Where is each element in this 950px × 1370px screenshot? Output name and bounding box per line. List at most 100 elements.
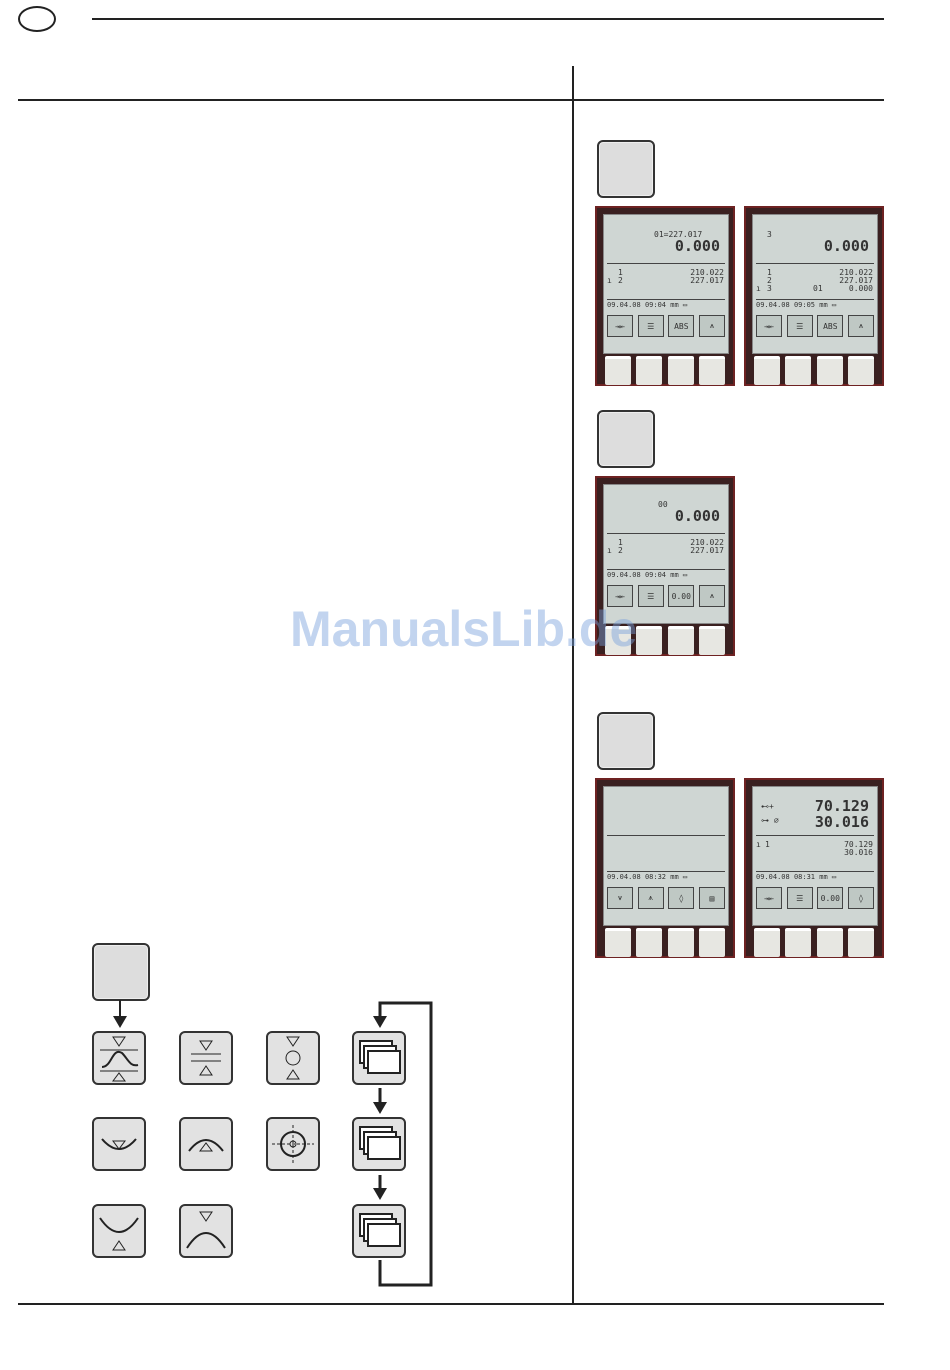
fk-delta-icon[interactable]: ⇥⇤: [607, 585, 633, 607]
device-display-3: 00 0.000 1 2 ı 210.022 227.017 09.04.08 …: [595, 476, 735, 656]
device-display-2: 3 0.000 1 2 3 ı 01 210.022 227.017 0.000…: [744, 206, 884, 386]
memory-header: 01=227.017: [654, 230, 703, 239]
hw-button[interactable]: [605, 356, 631, 385]
hw-button[interactable]: [667, 356, 694, 385]
hw-button[interactable]: [698, 626, 725, 655]
function-keys: ⇥⇤ ☰ ABS ⩚: [756, 315, 874, 339]
function-keys: ⩛ ⩚ ◊ ▤: [607, 887, 725, 911]
time: 09:04: [644, 301, 667, 309]
row-index: 1: [618, 538, 623, 547]
row-value: 70.129: [844, 840, 873, 849]
hw-button[interactable]: [636, 928, 663, 957]
unit: mm: [670, 873, 679, 881]
unit: mm: [670, 571, 679, 579]
row-value: 0.000: [848, 284, 873, 293]
convex-external-icon[interactable]: [179, 1204, 233, 1258]
fk-zero[interactable]: 0.00: [817, 887, 844, 909]
date: 09.04.08: [756, 873, 790, 881]
hw-button[interactable]: [605, 928, 631, 957]
time: 09:04: [644, 571, 667, 579]
row-value: 30.016: [844, 848, 873, 857]
row-index: 2: [618, 546, 623, 555]
hw-button[interactable]: [667, 626, 694, 655]
hw-button[interactable]: [847, 356, 874, 385]
fk-pages-icon[interactable]: ▤: [698, 887, 725, 909]
hw-button[interactable]: [636, 626, 663, 655]
concave-external-icon[interactable]: [92, 1204, 146, 1258]
function-keys: ⇥⇤ ☰ 0.00 ⩚: [607, 585, 725, 609]
main-value-1: 70.129: [814, 797, 869, 815]
lcd-screen: 00 0.000 1 2 ı 210.022 227.017 09.04.08 …: [603, 484, 729, 624]
fk-gap-icon[interactable]: ⩚: [698, 315, 725, 337]
status-bar: 09.04.08 09:05 mm ▭: [756, 301, 837, 309]
hardware-buttons: [605, 356, 725, 385]
fk-abs[interactable]: ABS: [668, 315, 695, 337]
row-value: 227.017: [839, 276, 873, 285]
fk-delta-icon[interactable]: ⇥⇤: [756, 887, 782, 909]
diameter-symbol-icon: ⊶ ∅: [761, 816, 779, 825]
concave-min-icon[interactable]: [92, 1117, 146, 1171]
fk-transition-icon[interactable]: ⩛: [607, 887, 633, 909]
row-value: 210.022: [690, 268, 724, 277]
pages-icon[interactable]: [352, 1031, 406, 1085]
lcd-screen: 01=227.017 0.000 1 2 ı 210.022 227.017 0…: [603, 214, 729, 354]
transition-measure-icon[interactable]: [92, 1031, 146, 1085]
unit: mm: [819, 301, 828, 309]
time: 09:05: [793, 301, 816, 309]
hw-button[interactable]: [847, 928, 874, 957]
hw-button[interactable]: [754, 356, 780, 385]
center-icon[interactable]: [266, 1117, 320, 1171]
row-value: 227.017: [690, 276, 724, 285]
hardware-buttons: [605, 626, 725, 655]
lcd-screen: 3 0.000 1 2 3 ı 01 210.022 227.017 0.000…: [752, 214, 878, 354]
hw-button[interactable]: [698, 928, 725, 957]
row-value: 210.022: [690, 538, 724, 547]
hw-button[interactable]: [785, 928, 812, 957]
step-key-2: [597, 410, 655, 468]
fk-gap-icon[interactable]: ⩚: [698, 585, 725, 607]
lcd-screen: 09.04.08 08:32 mm ▭ ⩛ ⩚ ◊ ▤: [603, 786, 729, 926]
fk-ball-icon[interactable]: ◊: [668, 887, 695, 909]
fk-list-icon[interactable]: ☰: [637, 315, 664, 337]
hw-button[interactable]: [785, 356, 812, 385]
fk-delta-icon[interactable]: ⇥⇤: [756, 315, 782, 337]
device-display-1: 01=227.017 0.000 1 2 ı 210.022 227.017 0…: [595, 206, 735, 386]
hw-button[interactable]: [667, 928, 694, 957]
pages-icon[interactable]: [352, 1204, 406, 1258]
hw-button[interactable]: [816, 356, 843, 385]
lcd-screen: ⊷+ ⊶ ∅ 70.129 30.016 ı 1 70.129 30.016 0…: [752, 786, 878, 926]
footer-rule: [18, 1303, 884, 1305]
language-badge: [18, 6, 56, 32]
row-index: 1: [618, 268, 623, 277]
fk-list-icon[interactable]: ☰: [637, 585, 664, 607]
ball-symbol-icon: ⊷+: [761, 802, 774, 811]
pages-icon[interactable]: [352, 1117, 406, 1171]
row-value: 210.022: [839, 268, 873, 277]
row-index: 1: [767, 268, 772, 277]
fk-list-icon[interactable]: ☰: [786, 315, 813, 337]
convex-max-icon[interactable]: [179, 1117, 233, 1171]
watermark: ManualsLib.de: [290, 601, 638, 657]
gap-measure-icon[interactable]: [179, 1031, 233, 1085]
fk-zero[interactable]: 0.00: [668, 585, 695, 607]
fk-gap-icon[interactable]: ⩚: [847, 315, 874, 337]
hardware-buttons: [754, 928, 874, 957]
fk-gap-icon[interactable]: ⩚: [637, 887, 664, 909]
row-value: 227.017: [690, 546, 724, 555]
fk-abs[interactable]: ABS: [817, 315, 844, 337]
main-value-2: 30.016: [814, 813, 869, 831]
hardware-buttons: [754, 356, 874, 385]
fk-list-icon[interactable]: ☰: [786, 887, 813, 909]
row-memory: 01: [813, 284, 823, 293]
hw-button[interactable]: [816, 928, 843, 957]
hw-button[interactable]: [605, 626, 631, 655]
date: 09.04.08: [607, 873, 641, 881]
hw-button[interactable]: [698, 356, 725, 385]
hw-button[interactable]: [754, 928, 780, 957]
hw-button[interactable]: [636, 356, 663, 385]
ball-measure-icon[interactable]: [266, 1031, 320, 1085]
fk-ball-icon[interactable]: ◊: [847, 887, 874, 909]
device-display-5: ⊷+ ⊶ ∅ 70.129 30.016 ı 1 70.129 30.016 0…: [744, 778, 884, 958]
unit: mm: [670, 301, 679, 309]
fk-delta-icon[interactable]: ⇥⇤: [607, 315, 633, 337]
